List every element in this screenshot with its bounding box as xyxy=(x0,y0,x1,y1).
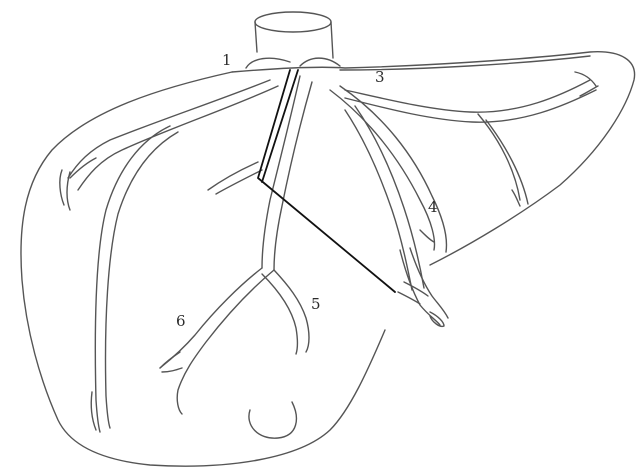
segment-label-1: 1 xyxy=(222,53,232,68)
right-hepatic-vein xyxy=(60,80,278,432)
segment-label-5: 5 xyxy=(311,297,321,312)
resection-line xyxy=(258,70,395,292)
segment-label-3: 3 xyxy=(375,70,385,85)
segment-label-4: 4 xyxy=(428,200,438,215)
liver-outline xyxy=(21,52,635,466)
inferior-vena-cava xyxy=(246,12,340,68)
segment-label-6: 6 xyxy=(176,314,186,329)
middle-hepatic-vein xyxy=(160,76,312,414)
